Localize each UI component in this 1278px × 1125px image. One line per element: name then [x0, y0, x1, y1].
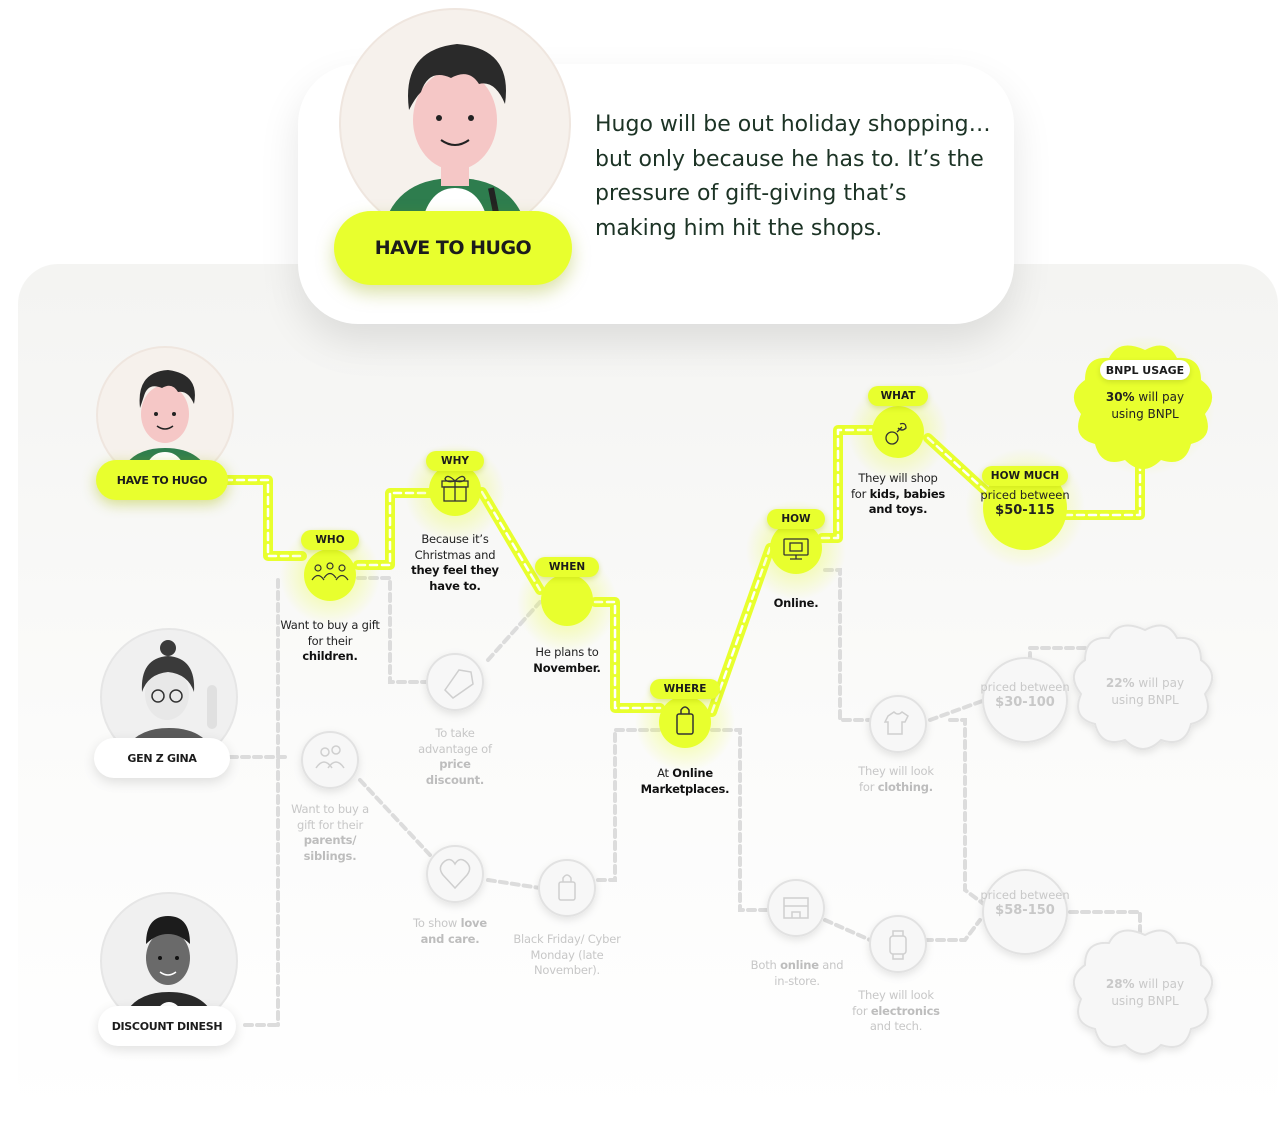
what-electronics-node	[869, 915, 927, 973]
caption-how-much: priced between$50-115	[980, 488, 1070, 518]
tag-bnpl: BNPL USAGE	[1100, 360, 1190, 380]
tag-how-much: HOW MUCH	[982, 466, 1068, 486]
tag-who: WHO	[301, 530, 359, 550]
caption-bnpl-22: 22% will pay using BNPL	[1105, 676, 1185, 707]
store-icon	[783, 897, 809, 919]
pacifier-icon	[885, 422, 907, 445]
caption-who: Want to buy a gift for their children.	[280, 618, 380, 663]
caption-why: Because it’s Christmas and they feel the…	[411, 532, 499, 593]
how-node	[770, 522, 822, 574]
how-much-node	[983, 466, 1067, 550]
price-58-node	[982, 869, 1068, 955]
hugo-avatar-large	[339, 8, 571, 240]
caption-when: He plans to November.	[533, 645, 601, 675]
who-node	[304, 549, 356, 601]
caption-how-both: Both online and in-store.	[750, 958, 844, 988]
caption-why-love: To show love and care.	[413, 916, 487, 946]
bnpl-22-cloud	[1073, 624, 1213, 750]
heart-icon	[439, 858, 471, 890]
tag-how: HOW	[767, 509, 825, 529]
active-path	[220, 425, 1145, 717]
why-price-node	[426, 653, 484, 711]
tag-when: WHEN	[535, 557, 599, 577]
monitor-icon	[783, 538, 809, 560]
caption-bnpl-28: 28% will pay using BNPL	[1105, 977, 1185, 1008]
tshirt-icon	[883, 711, 909, 735]
hero-description: Hugo will be out holiday shopping… but o…	[595, 112, 991, 241]
persona-dinesh-pill[interactable]: DISCOUNT DINESH	[98, 1006, 236, 1046]
persona-hugo-pill[interactable]: HAVE TO HUGO	[96, 460, 228, 500]
what-node	[872, 406, 924, 458]
tag-where: WHERE	[650, 679, 720, 699]
caption-price-58: priced between$58-150	[980, 888, 1070, 918]
people-icon	[311, 562, 349, 581]
shopping-bag-icon	[676, 706, 694, 735]
hugo-illustration	[381, 44, 529, 238]
when-node	[541, 574, 593, 626]
who-parents-node	[301, 731, 359, 789]
caption-why-price: To take advantage of price discount.	[418, 726, 492, 787]
price-30-node	[982, 657, 1068, 743]
tag-what: WHAT	[868, 386, 928, 406]
people-icon	[315, 745, 345, 769]
persona-gina-pill[interactable]: GEN Z GINA	[94, 738, 230, 778]
muted-nodes	[301, 624, 1213, 1055]
caption-who-parents: Want to buy a gift for their parents/ si…	[291, 802, 369, 863]
why-love-node	[426, 845, 484, 903]
shopping-bag-icon	[558, 874, 576, 901]
price-tag-icon	[444, 669, 474, 699]
smartwatch-icon	[889, 930, 907, 960]
hero-persona-pill: HAVE TO HUGO	[334, 211, 572, 285]
caption-bnpl: 30% will pay using BNPL	[1105, 390, 1185, 421]
muted-icons	[315, 669, 909, 960]
how-both-node	[767, 879, 825, 937]
caption-how: Online.	[773, 596, 819, 610]
caption-what-electronics: They will look for electronics and tech.	[852, 988, 940, 1033]
caption-what-clothing: They will look for clothing.	[858, 764, 934, 794]
what-clothing-node	[869, 695, 927, 753]
gift-icon	[441, 475, 469, 502]
caption-when-bf: Black Friday/ Cyber Monday (late Novembe…	[513, 932, 621, 977]
when-bf-node	[538, 859, 596, 917]
caption-price-30: priced between$30-100	[980, 680, 1070, 710]
tag-why: WHY	[426, 451, 484, 471]
where-node	[659, 696, 711, 748]
caption-where: At Online Marketplaces.	[640, 766, 730, 796]
caption-what: They will shop for kids, babies and toys…	[850, 471, 946, 516]
bnpl-28-cloud	[1073, 929, 1213, 1055]
